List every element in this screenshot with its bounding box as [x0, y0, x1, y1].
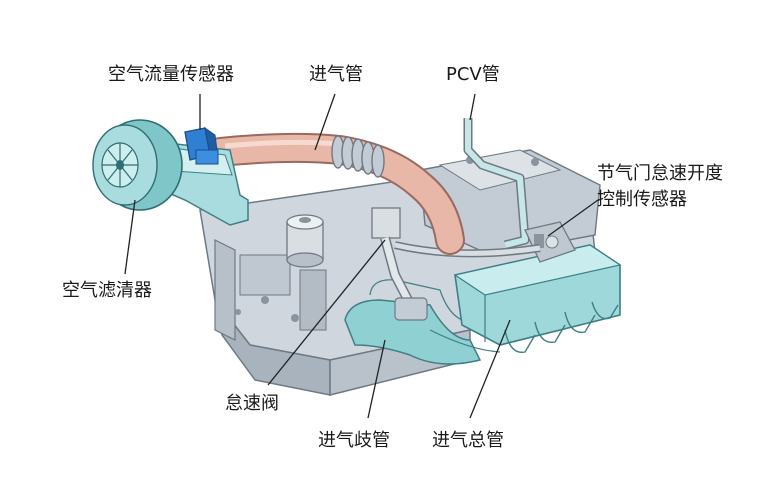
air-filter	[92, 119, 183, 211]
oil-filler-cap	[286, 214, 324, 268]
label-maf-sensor: 空气流量传感器	[108, 64, 234, 85]
idle-air-valve	[371, 207, 541, 321]
maf-sensor	[184, 126, 219, 165]
label-intake-manifold: 进气歧管	[318, 430, 390, 451]
intake-hose	[205, 132, 465, 255]
label-tps-line2: 控制传感器	[597, 189, 687, 210]
label-tps-line1: 节气门怠速开度	[597, 163, 723, 184]
intake-plenum	[453, 244, 622, 354]
label-pcv-pipe: PCV管	[446, 64, 500, 85]
leader-lines	[124, 93, 599, 419]
intake-manifold	[344, 279, 501, 365]
label-intake-plenum: 进气总管	[432, 430, 504, 451]
label-idle-valve: 怠速阀	[225, 393, 279, 414]
label-intake-pipe: 进气管	[309, 64, 363, 85]
pcv-pipe	[463, 118, 530, 250]
label-air-filter: 空气滤清器	[62, 280, 152, 301]
